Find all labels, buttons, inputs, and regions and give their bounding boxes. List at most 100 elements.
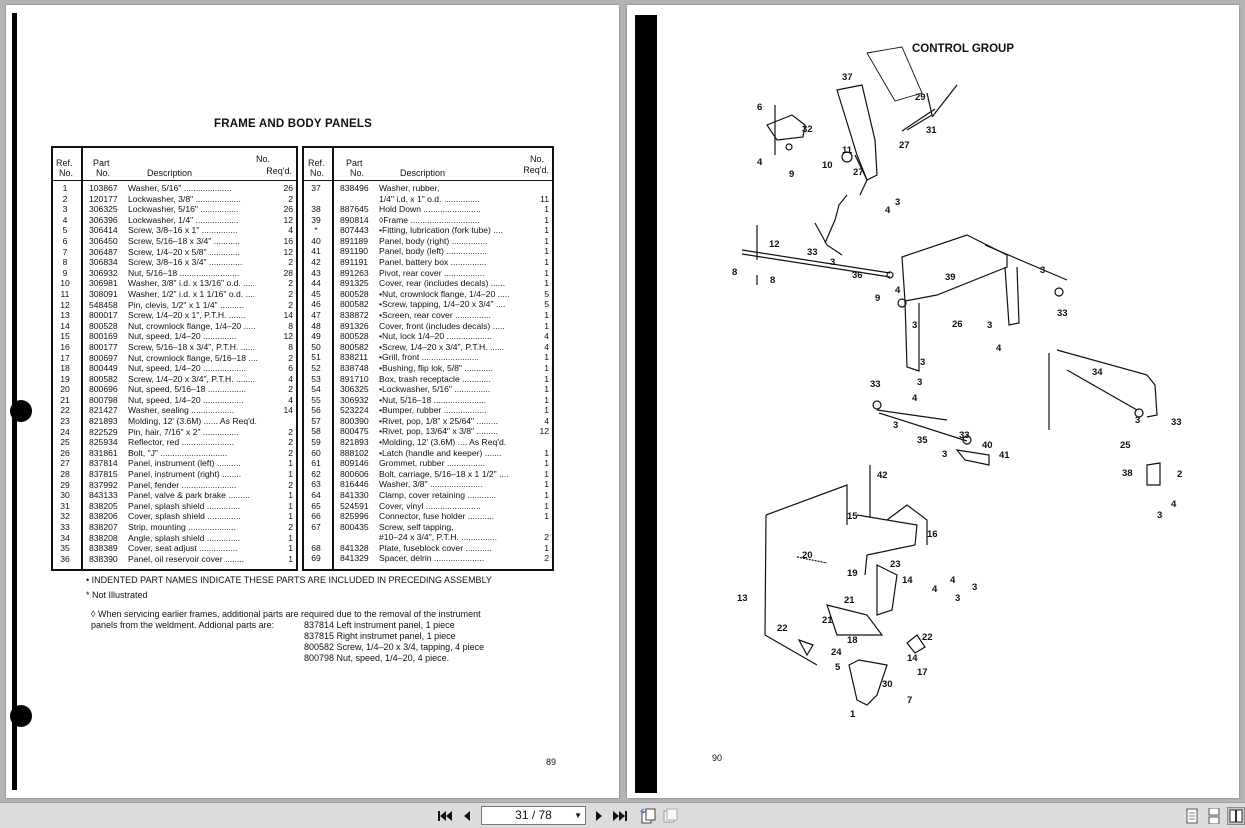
svg-text:21: 21 xyxy=(844,595,855,606)
svg-text:40: 40 xyxy=(982,440,993,451)
svg-text:27: 27 xyxy=(853,167,864,178)
part-no-cell: 800528 xyxy=(340,288,369,299)
svg-text:4: 4 xyxy=(950,575,956,586)
description-cell: •Nut, lock 1/4–20 ................... xyxy=(379,331,492,342)
ref-no-cell: 44 xyxy=(311,278,321,289)
qty-cell: 11 xyxy=(540,193,549,204)
qty-cell: 2 xyxy=(288,437,293,448)
qty-cell: 1 xyxy=(544,204,549,214)
svg-text:17: 17 xyxy=(917,667,928,678)
ref-no-cell: 7 xyxy=(62,246,68,257)
header-part: Part xyxy=(93,158,110,168)
document-viewport[interactable]: FRAME AND BODY PANELS Ref. No. Part No. … xyxy=(0,0,1245,802)
ref-no-cell: 48 xyxy=(311,320,321,331)
two-page-view-icon[interactable] xyxy=(1227,807,1245,825)
ref-no-cell: 65 xyxy=(311,500,321,511)
print-pages-icon[interactable] xyxy=(662,808,678,824)
ref-no-cell: 17 xyxy=(60,352,70,363)
part-no-cell: 800169 xyxy=(89,331,118,342)
svg-text:3: 3 xyxy=(895,197,900,208)
part-no-cell: 800475 xyxy=(340,426,369,437)
qty-cell: 4 xyxy=(544,331,549,342)
svg-text:6: 6 xyxy=(757,102,762,113)
qty-cell: 12 xyxy=(283,331,293,342)
part-no-cell: 800017 xyxy=(89,310,118,321)
extra-part: 800582 Screw, 1/4–20 x 3/4, tapping, 4 p… xyxy=(304,642,485,652)
description-cell: Nut, speed, 5/16–18 ................ xyxy=(128,384,246,395)
prev-page-icon[interactable] xyxy=(459,808,475,824)
part-no-cell: 841328 xyxy=(340,542,369,553)
ref-no-cell: 27 xyxy=(60,458,70,469)
description-cell: ◊Frame ............................. xyxy=(379,214,480,225)
part-no-cell: 306932 xyxy=(89,267,118,278)
last-page-icon[interactable] xyxy=(612,808,628,824)
qty-cell: 1 xyxy=(288,532,293,543)
table-header: Ref. No. Part No. Description No. Req'd. xyxy=(53,148,296,181)
ref-no-cell: 15 xyxy=(60,331,70,342)
punch-hole xyxy=(10,705,32,727)
part-no-cell: 800798 xyxy=(89,394,118,405)
part-no-cell: 800390 xyxy=(340,415,369,426)
ref-no-cell: 22 xyxy=(60,405,70,416)
svg-text:12: 12 xyxy=(769,239,780,250)
rotate-page-icon[interactable] xyxy=(640,808,656,824)
part-no-cell: 306396 xyxy=(89,214,118,225)
part-no-cell: 524591 xyxy=(340,500,369,511)
part-no-cell: 800177 xyxy=(89,341,118,352)
description-cell: •Rivet, pop, 13/64" x 3/8" ......... xyxy=(379,426,498,437)
page-indicator-select[interactable]: 31 / 78 ▼ xyxy=(481,806,586,825)
qty-cell: 1 xyxy=(544,490,549,501)
part-no-cell: 838206 xyxy=(89,511,118,522)
next-page-icon[interactable] xyxy=(591,808,607,824)
description-cell: Grommet, rubber ................ xyxy=(379,458,486,469)
ref-no-cell: 46 xyxy=(311,299,321,310)
svg-text:10: 10 xyxy=(822,160,833,171)
qty-cell: 28 xyxy=(283,267,293,278)
header-qty-reqd: Req'd. xyxy=(523,165,549,175)
continuous-view-icon[interactable] xyxy=(1206,808,1222,824)
page-number: 90 xyxy=(712,753,723,763)
page-90: CONTROL GROUP xyxy=(627,5,1239,798)
svg-text:33: 33 xyxy=(870,379,881,390)
single-page-view-icon[interactable] xyxy=(1184,808,1200,824)
svg-text:32: 32 xyxy=(802,124,813,135)
part-no-cell: 306325 xyxy=(89,204,118,215)
qty-cell: 1 xyxy=(544,405,549,416)
ref-no-cell: 66 xyxy=(311,511,321,522)
svg-text:3: 3 xyxy=(1040,265,1045,276)
header-ref-no: No. xyxy=(310,168,325,178)
ref-no-cell: 3 xyxy=(62,204,68,215)
qty-cell: 1 xyxy=(544,246,549,257)
svg-text:33: 33 xyxy=(807,247,818,258)
description-cell: Screw, 5/16–18 x 3/4" ........... xyxy=(128,235,240,246)
description-cell: •Fitting, lubrication (fork tube) .... xyxy=(379,225,503,236)
qty-cell: 1 xyxy=(288,553,293,564)
ref-no-cell: 51 xyxy=(311,352,321,363)
svg-text:33: 33 xyxy=(1171,417,1182,428)
svg-text:3: 3 xyxy=(917,377,922,388)
first-page-icon[interactable] xyxy=(437,808,453,824)
qty-cell: 1 xyxy=(544,278,549,289)
note-servicing: ◊ When servicing earlier frames, additio… xyxy=(91,609,481,619)
qty-cell: 2 xyxy=(288,193,293,204)
description-cell: Cover, splash shield .............. xyxy=(128,511,241,522)
description-cell: Pivot, rear cover ................. xyxy=(379,267,485,278)
ref-no-cell: 43 xyxy=(311,267,321,278)
ref-no-cell: 12 xyxy=(60,299,70,310)
qty-cell: 16 xyxy=(283,235,293,246)
svg-text:14: 14 xyxy=(902,575,913,586)
ref-no-cell: 62 xyxy=(311,468,321,479)
